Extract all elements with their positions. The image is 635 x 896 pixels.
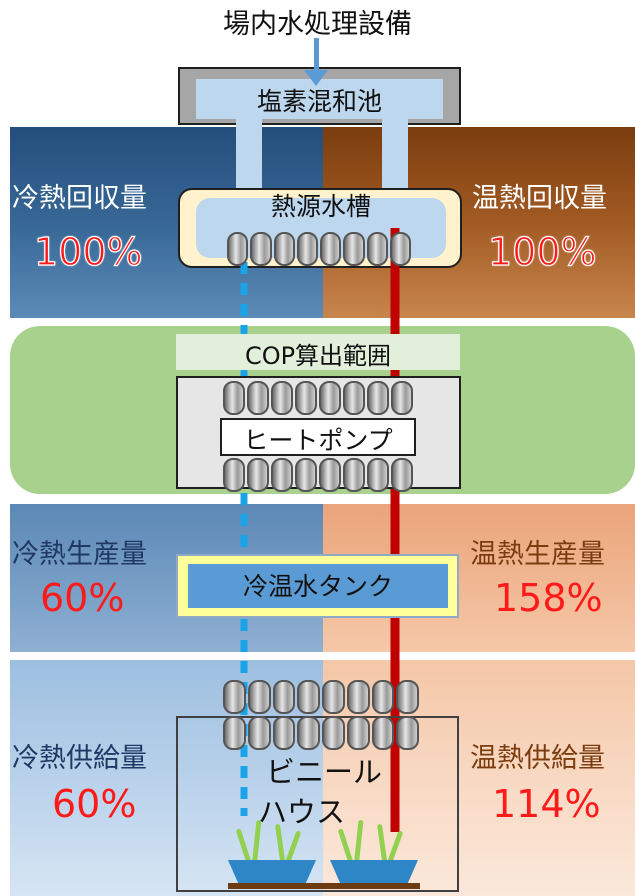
heat-production-value: 158% [494, 576, 603, 620]
facility-title: 場内水処理設備 [223, 9, 412, 40]
cold-production-value: 60% [40, 576, 125, 620]
greenhouse-coil-bottom [222, 716, 420, 750]
greenhouse-frame [176, 716, 459, 892]
plant-pot-right [330, 819, 418, 886]
heat-pump-label-box [220, 418, 416, 456]
soil-base [228, 883, 420, 889]
greenhouse-label: ビニール ハウス [258, 752, 398, 832]
cold-supply-label: 冷熱供給量 [12, 743, 147, 774]
chlorine-tank-label: 塩素混和池 [256, 87, 382, 116]
heat-pump-label: ヒートポンプ [243, 426, 393, 455]
inflow-arrow-head [304, 70, 328, 86]
greenhouse-label-line2: ハウス [258, 795, 346, 829]
cold-supply-band [10, 660, 323, 896]
greenhouse-label-line1: ビニール [266, 755, 383, 789]
cold-hot-tank-label: 冷温水タンク [242, 572, 393, 601]
heat-recovery-label: 温熱回収量 [472, 183, 607, 214]
cop-range-label: COP算出範囲 [244, 342, 392, 370]
cop-range-label-box [176, 334, 460, 370]
heat-pump-coil-top [222, 381, 414, 415]
heat-supply-label: 温熱供給量 [470, 743, 605, 774]
heat-exchanger-coil-source [226, 232, 412, 266]
inflow-arrow-shaft [314, 38, 319, 72]
heat-production-label: 温熱生産量 [470, 539, 605, 570]
heat-supply-value: 114% [492, 782, 601, 826]
greenhouse-coil-top [222, 680, 420, 714]
heat-pump-coil-bottom [222, 458, 414, 492]
cold-recovery-label: 冷熱回収量 [12, 183, 147, 214]
cold-hot-tank-body [188, 564, 448, 608]
plant-pot-left [228, 819, 316, 886]
cold-supply-value: 60% [52, 782, 137, 826]
cold-production-label: 冷熱生産量 [12, 539, 147, 570]
heat-recovery-value: 100% [487, 229, 597, 274]
cold-recovery-value: 100% [33, 229, 143, 274]
heat-source-tank-label: 熱源水槽 [270, 192, 371, 221]
